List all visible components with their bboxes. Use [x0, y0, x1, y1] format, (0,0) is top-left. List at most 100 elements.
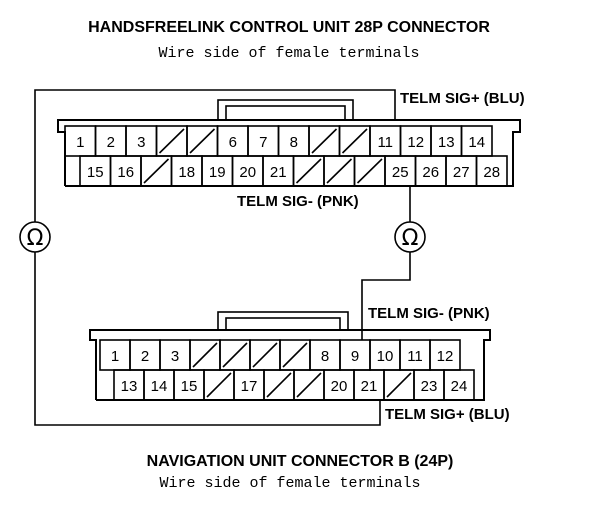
pin-number: 3 [137, 134, 145, 151]
pin-cell-2: 2 [129, 339, 161, 371]
wire-sig-plus-lower [34, 252, 381, 426]
pin-cell-box [475, 155, 508, 187]
pin-cell-3: 3 [125, 125, 158, 157]
ohmmeter-right-circle [394, 221, 426, 253]
pin-cell-empty [203, 369, 235, 401]
pin-cell-8: 8 [309, 339, 341, 371]
pin-cell-empty [189, 339, 221, 371]
pin-cell-21: 21 [262, 155, 295, 187]
pin-cell-15: 15 [173, 369, 205, 401]
pin-number: 27 [453, 164, 470, 181]
unused-pin-slash [252, 342, 278, 368]
pin-cell-empty [155, 125, 188, 157]
pin-number: 25 [392, 164, 409, 181]
unused-pin-slash [192, 342, 218, 368]
pin-number: 11 [407, 348, 423, 365]
unused-pin-slash [295, 158, 322, 184]
unused-pin-slash [206, 372, 232, 398]
pin-cell-6: 6 [216, 125, 249, 157]
pin-number: 21 [361, 378, 378, 395]
pin-cell-13: 13 [430, 125, 463, 157]
pin-number: 14 [151, 378, 168, 395]
pin-cell-empty [323, 155, 356, 187]
pin-cell-18: 18 [170, 155, 203, 187]
pin-cell-14: 14 [460, 125, 493, 157]
pin-cell-19: 19 [201, 155, 234, 187]
pin-number: 7 [259, 134, 267, 151]
pin-number: 11 [377, 134, 393, 151]
wire-sig-plus [34, 89, 396, 222]
pin-number: 13 [121, 378, 138, 395]
connector-housing [89, 329, 491, 401]
pin-cell-empty [186, 125, 219, 157]
pin-cell-empty [140, 155, 173, 187]
pin-number: 17 [241, 378, 258, 395]
pin-number: 8 [290, 134, 298, 151]
unused-pin-slash [282, 342, 308, 368]
pin-number: 6 [229, 134, 237, 151]
pin-cell-empty [292, 155, 325, 187]
connector-latch-inner [225, 317, 341, 331]
ohm-icon: Ω [27, 226, 44, 251]
ohm-icon: Ω [402, 226, 419, 251]
pin-cell-8: 8 [277, 125, 310, 157]
pin-cell-28: 28 [475, 155, 508, 187]
pin-cell-23: 23 [413, 369, 445, 401]
unused-pin-slash [341, 128, 368, 154]
unused-pin-slash [158, 128, 185, 154]
pin-cell-21: 21 [353, 369, 385, 401]
pin-cell-14: 14 [143, 369, 175, 401]
pin-number: 14 [468, 134, 485, 151]
pin-cell-box [443, 369, 475, 401]
pin-cell-empty [263, 369, 295, 401]
unused-pin-slash [143, 158, 170, 184]
ohmmeter-right: Ω [394, 221, 426, 253]
unused-pin-slash [222, 342, 248, 368]
unused-pin-slash [266, 372, 292, 398]
pin-cell-empty [338, 125, 371, 157]
pin-number: 10 [377, 348, 394, 365]
pin-number: 12 [407, 134, 424, 151]
unused-pin-slash [189, 128, 216, 154]
pin-cell-15: 15 [79, 155, 112, 187]
pin-cell-11: 11 [369, 125, 402, 157]
pin-number: 24 [451, 378, 468, 395]
bottom-connector-subtitle: Wire side of female terminals [159, 475, 420, 492]
pin-cell-3: 3 [159, 339, 191, 371]
pin-number: 15 [87, 164, 104, 181]
top-connector-title: HANDSFREELINK CONTROL UNIT 28P CONNECTOR [88, 19, 490, 36]
connector-latch-inner [225, 105, 346, 121]
pin-cell-10: 10 [369, 339, 401, 371]
pin-cell-empty [279, 339, 311, 371]
unused-pin-slash [296, 372, 322, 398]
connector-housing [57, 119, 521, 187]
pin-cell-7: 7 [247, 125, 280, 157]
unused-pin-slash [386, 372, 412, 398]
pin-number: 19 [209, 164, 226, 181]
pin-number: 23 [421, 378, 438, 395]
pin-number: 1 [111, 348, 119, 365]
pin-number: 26 [422, 164, 439, 181]
unused-pin-slash [326, 158, 353, 184]
pin-cell-1: 1 [64, 125, 97, 157]
label-top-sig-plus: TELM SIG+ (BLU) [400, 90, 525, 107]
pin-number: 9 [351, 348, 359, 365]
pin-cell-empty [219, 339, 251, 371]
pin-number: 20 [331, 378, 348, 395]
pin-cell-2: 2 [94, 125, 127, 157]
pin-cell-25: 25 [384, 155, 417, 187]
pin-cell-9: 9 [339, 339, 371, 371]
pin-number: 28 [483, 164, 500, 181]
pin-number: 8 [321, 348, 329, 365]
pin-cell-empty [249, 339, 281, 371]
label-bottom-sig-plus: TELM SIG+ (BLU) [385, 406, 510, 423]
pin-cell-17: 17 [233, 369, 265, 401]
wire-sig-minus-lower [361, 252, 411, 340]
pin-cell-empty [293, 369, 325, 401]
wires [34, 89, 411, 426]
pin-number: 20 [239, 164, 256, 181]
label-bottom-sig-minus: TELM SIG- (PNK) [368, 305, 490, 322]
